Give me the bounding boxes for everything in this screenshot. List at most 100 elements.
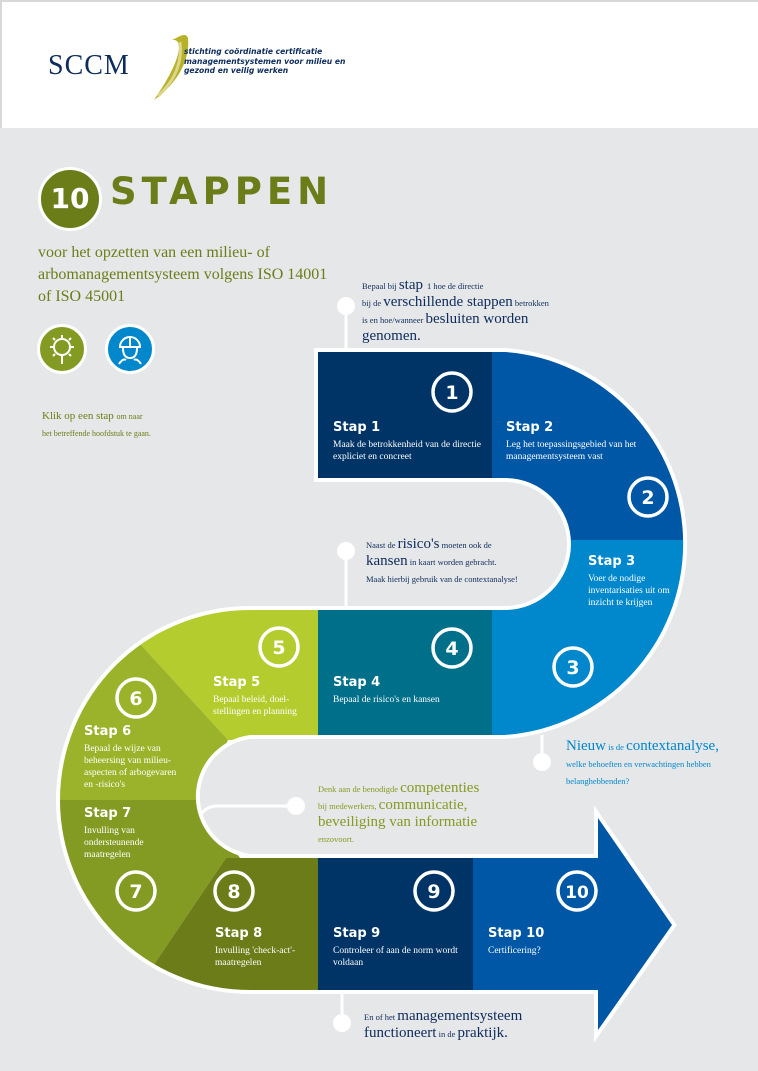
step-10[interactable]: Stap 10 Certificering? (488, 926, 588, 957)
logo-tagline: stichting coördinatie certificatie manag… (184, 47, 345, 76)
instruction-rest: om naar (116, 412, 143, 421)
instruction-text: Klik op een stap om naar het betreffende… (42, 408, 151, 442)
step-number: 4 (445, 638, 458, 660)
step-9[interactable]: Stap 9 Controleer of aan de norm wordt vo… (333, 926, 458, 969)
callout-dot (287, 797, 305, 815)
logo-swoosh (154, 34, 189, 101)
step-8-segment[interactable] (130, 858, 318, 1000)
step-desc: Voer de nodige inventarisaties uit om in… (588, 574, 670, 608)
callout-dot (533, 753, 551, 771)
callout-text: beveiliging van informatie (318, 814, 478, 830)
callout-dots (287, 297, 551, 1032)
instruction-main: Klik op een stap (42, 410, 114, 422)
callout-text: communicatie, (378, 797, 468, 813)
step-label: Stap 5 (213, 675, 261, 690)
step-label: Stap 1 (333, 420, 381, 435)
callout-dot (337, 542, 355, 560)
tagline-line: gezond en veilig werken (184, 66, 289, 75)
step-number-circles (115, 371, 669, 912)
callout-text: stap (398, 277, 423, 293)
step-5[interactable]: Stap 5 Bepaal beleid, doel-stellingen en … (213, 675, 313, 718)
callout-text: functioneert (364, 1025, 437, 1041)
step-desc: Invulling van ondersteunende maatregelen (84, 826, 144, 860)
callout-practice: En of het managementsysteem functioneert… (364, 1008, 564, 1042)
callout-step1: Bepaal bij stap 1 hoe de directie bij de… (362, 277, 592, 344)
environment-sun-icon (37, 324, 87, 374)
instruction-rest: het betreffende hoofdstuk te gaan. (42, 429, 151, 438)
callout-text: bij de (362, 298, 384, 308)
callout-context: Nieuw is de contextanalyse, welke behoef… (566, 738, 756, 789)
step-1-segment[interactable] (318, 340, 492, 480)
callout-text: welke behoeften en verwachtingen hebben (566, 759, 711, 769)
callout-text: verschillende stappen (383, 294, 513, 310)
callout-text: moeten ook de (439, 540, 492, 550)
callout-text: Naast de (366, 540, 398, 550)
step-desc: Controleer of aan de norm wordt voldaan (333, 946, 458, 968)
tagline-line: stichting coördinatie certificatie (184, 47, 323, 56)
step-label: Stap 2 (506, 420, 554, 435)
step-number: 1 (445, 382, 458, 404)
step-desc: Bepaal de wijze van beheersing van milie… (84, 744, 177, 790)
step-7[interactable]: Stap 7 Invulling van ondersteunende maatr… (84, 806, 164, 861)
subtitle: voor het opzetten van een milieu- of arb… (38, 244, 328, 305)
callout-text: En of het (364, 1012, 398, 1022)
step-4[interactable]: Stap 4 Bepaal de risico's en kansen (333, 675, 483, 706)
callout-text: genomen. (362, 328, 421, 344)
callout-dot (337, 297, 355, 315)
step-desc: Certificering? (488, 946, 541, 956)
callout-text: praktijk. (457, 1025, 508, 1041)
step-number: 2 (641, 487, 654, 509)
safety-helmet-icon (105, 324, 155, 374)
step-6[interactable]: Stap 6 Bepaal de wijze van beheersing van… (84, 724, 184, 791)
step-number: 8 (227, 881, 240, 903)
step-4-segment[interactable] (318, 600, 492, 740)
step-desc: Bepaal de risico's en kansen (333, 695, 440, 705)
callout-text: Denk aan de benodigde (318, 784, 401, 794)
step-label: Stap 6 (84, 724, 132, 739)
page-title: STAPPEN (110, 170, 334, 213)
step-number: 9 (427, 881, 440, 903)
step-label: Stap 10 (488, 926, 545, 941)
callout-text: 1 hoe de directie (427, 281, 484, 291)
title-number-badge: 10 (38, 167, 102, 231)
step-number: 6 (129, 688, 142, 710)
callout-text: bij medewerkers, (318, 801, 379, 811)
step-number: 5 (272, 637, 285, 659)
step-number: 10 (565, 883, 589, 903)
step-desc: Bepaal beleid, doel-stellingen en planni… (213, 695, 297, 717)
callout-dot (333, 1014, 351, 1032)
callout-text: in kaart worden gebracht. (407, 557, 497, 567)
callout-competences: Denk aan de benodigde competenties bij m… (318, 780, 518, 847)
step-label: Stap 7 (84, 806, 132, 821)
step-1[interactable]: Stap 1 Maak de betrokkenheid van de direc… (333, 420, 483, 463)
step-8[interactable]: Stap 8 Invulling 'check-act'-maatregelen (215, 926, 310, 969)
step-label: Stap 8 (215, 926, 263, 941)
callout-text: Bepaal bij (362, 281, 399, 291)
step-desc: Maak de betrokkenheid van de directie ex… (333, 440, 481, 462)
callout-text: Maak hierbij gebruik van de contextanaly… (366, 574, 518, 584)
header: SCCM stichting coördinatie certificatie … (0, 0, 758, 128)
step-2[interactable]: Stap 2 Leg het toepassingsgebied van het … (506, 420, 646, 463)
callout-text: is de (606, 742, 627, 752)
callout-text: kansen (366, 553, 408, 569)
step-desc: Leg het toepassingsgebied van het manage… (506, 440, 637, 462)
step-number: 7 (129, 881, 142, 903)
callout-text: risico's (397, 536, 440, 552)
step-desc: Invulling 'check-act'-maatregelen (215, 946, 296, 968)
callout-text: belanghebbenden? (566, 776, 630, 786)
step-9-segment[interactable] (318, 850, 473, 1000)
callout-text: contextanalyse, (626, 738, 719, 754)
logo: SCCM (48, 50, 130, 81)
callout-text: besluiten worden (425, 311, 529, 327)
step-label: Stap 4 (333, 675, 381, 690)
tagline-line: managementsystemen voor milieu en (184, 56, 346, 66)
callout-text: betrokken (512, 298, 549, 308)
callout-text: enzovoort. (318, 834, 355, 844)
callout-text: managementsysteem (397, 1008, 523, 1024)
step-label: Stap 9 (333, 926, 381, 941)
callout-text: is en hoe/wanneer (362, 315, 426, 325)
callout-text: in de (436, 1029, 458, 1039)
callout-text: Nieuw (566, 738, 606, 754)
